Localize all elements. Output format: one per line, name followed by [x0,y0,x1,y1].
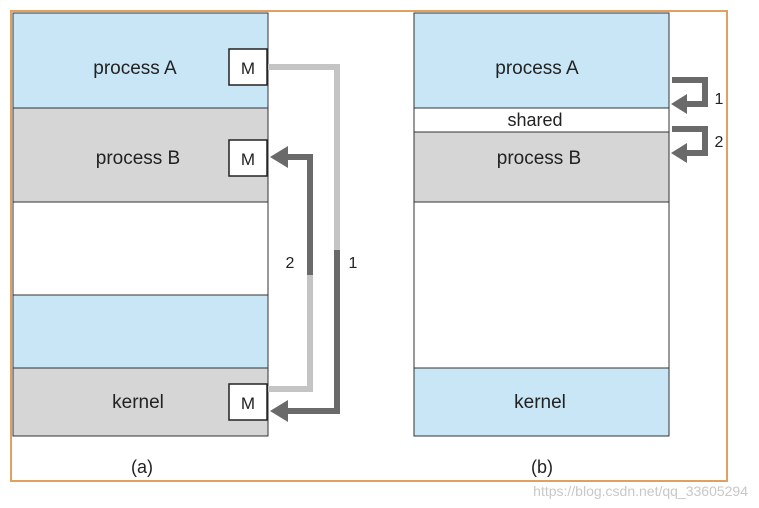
panel-a-kernel-label: kernel [112,392,164,413]
panel-b-arrow-1-label: 1 [715,91,724,108]
mailbox-process-a-label: M [241,59,255,78]
panel-a-process-a-label: process A [93,58,177,79]
arrow-1-label: 1 [349,255,358,272]
panel-b-region-kernel [413,367,670,437]
panel-a-message-passing: process A process B kernel M M M 1 [12,12,358,477]
arrow-1-send [268,64,340,422]
arrow-2-read-shared [671,126,708,163]
panel-a-region-blank-blue [12,294,269,369]
panel-b-region-blank [413,201,670,369]
mailbox-process-b-label: M [241,150,255,169]
panel-b-shared-memory: process A shared process B kernel 1 2 (b… [413,12,724,477]
outer-frame [10,10,728,482]
mailbox-process-a: M [228,48,268,86]
arrow-2-label: 2 [286,255,295,272]
panel-b-process-a-label: process A [495,58,579,79]
panel-a-region-process-b [12,107,269,203]
panel-b-region-process-b [413,131,670,203]
panel-b-caption: (b) [531,457,553,477]
watermark: https://blog.csdn.net/qq_33605294 [533,483,748,499]
arrow-1-write-shared [671,77,708,114]
panel-b-shared-label: shared [507,110,562,130]
mailbox-process-b: M [228,139,268,177]
panel-b-process-b-label: process B [497,148,581,169]
arrow-2-receive [268,146,313,392]
mailbox-kernel: M [228,383,268,421]
panel-a-region-process-a [12,12,269,109]
panel-b-kernel-label: kernel [514,392,566,413]
panel-b-region-process-a [413,12,670,109]
mailbox-kernel-label: M [241,394,255,413]
panel-a-caption: (a) [131,457,153,477]
panel-b-arrow-2-label: 2 [715,134,724,151]
panel-a-region-blank [12,201,269,296]
panel-a-region-kernel [12,367,269,437]
panel-a-process-b-label: process B [96,148,180,169]
